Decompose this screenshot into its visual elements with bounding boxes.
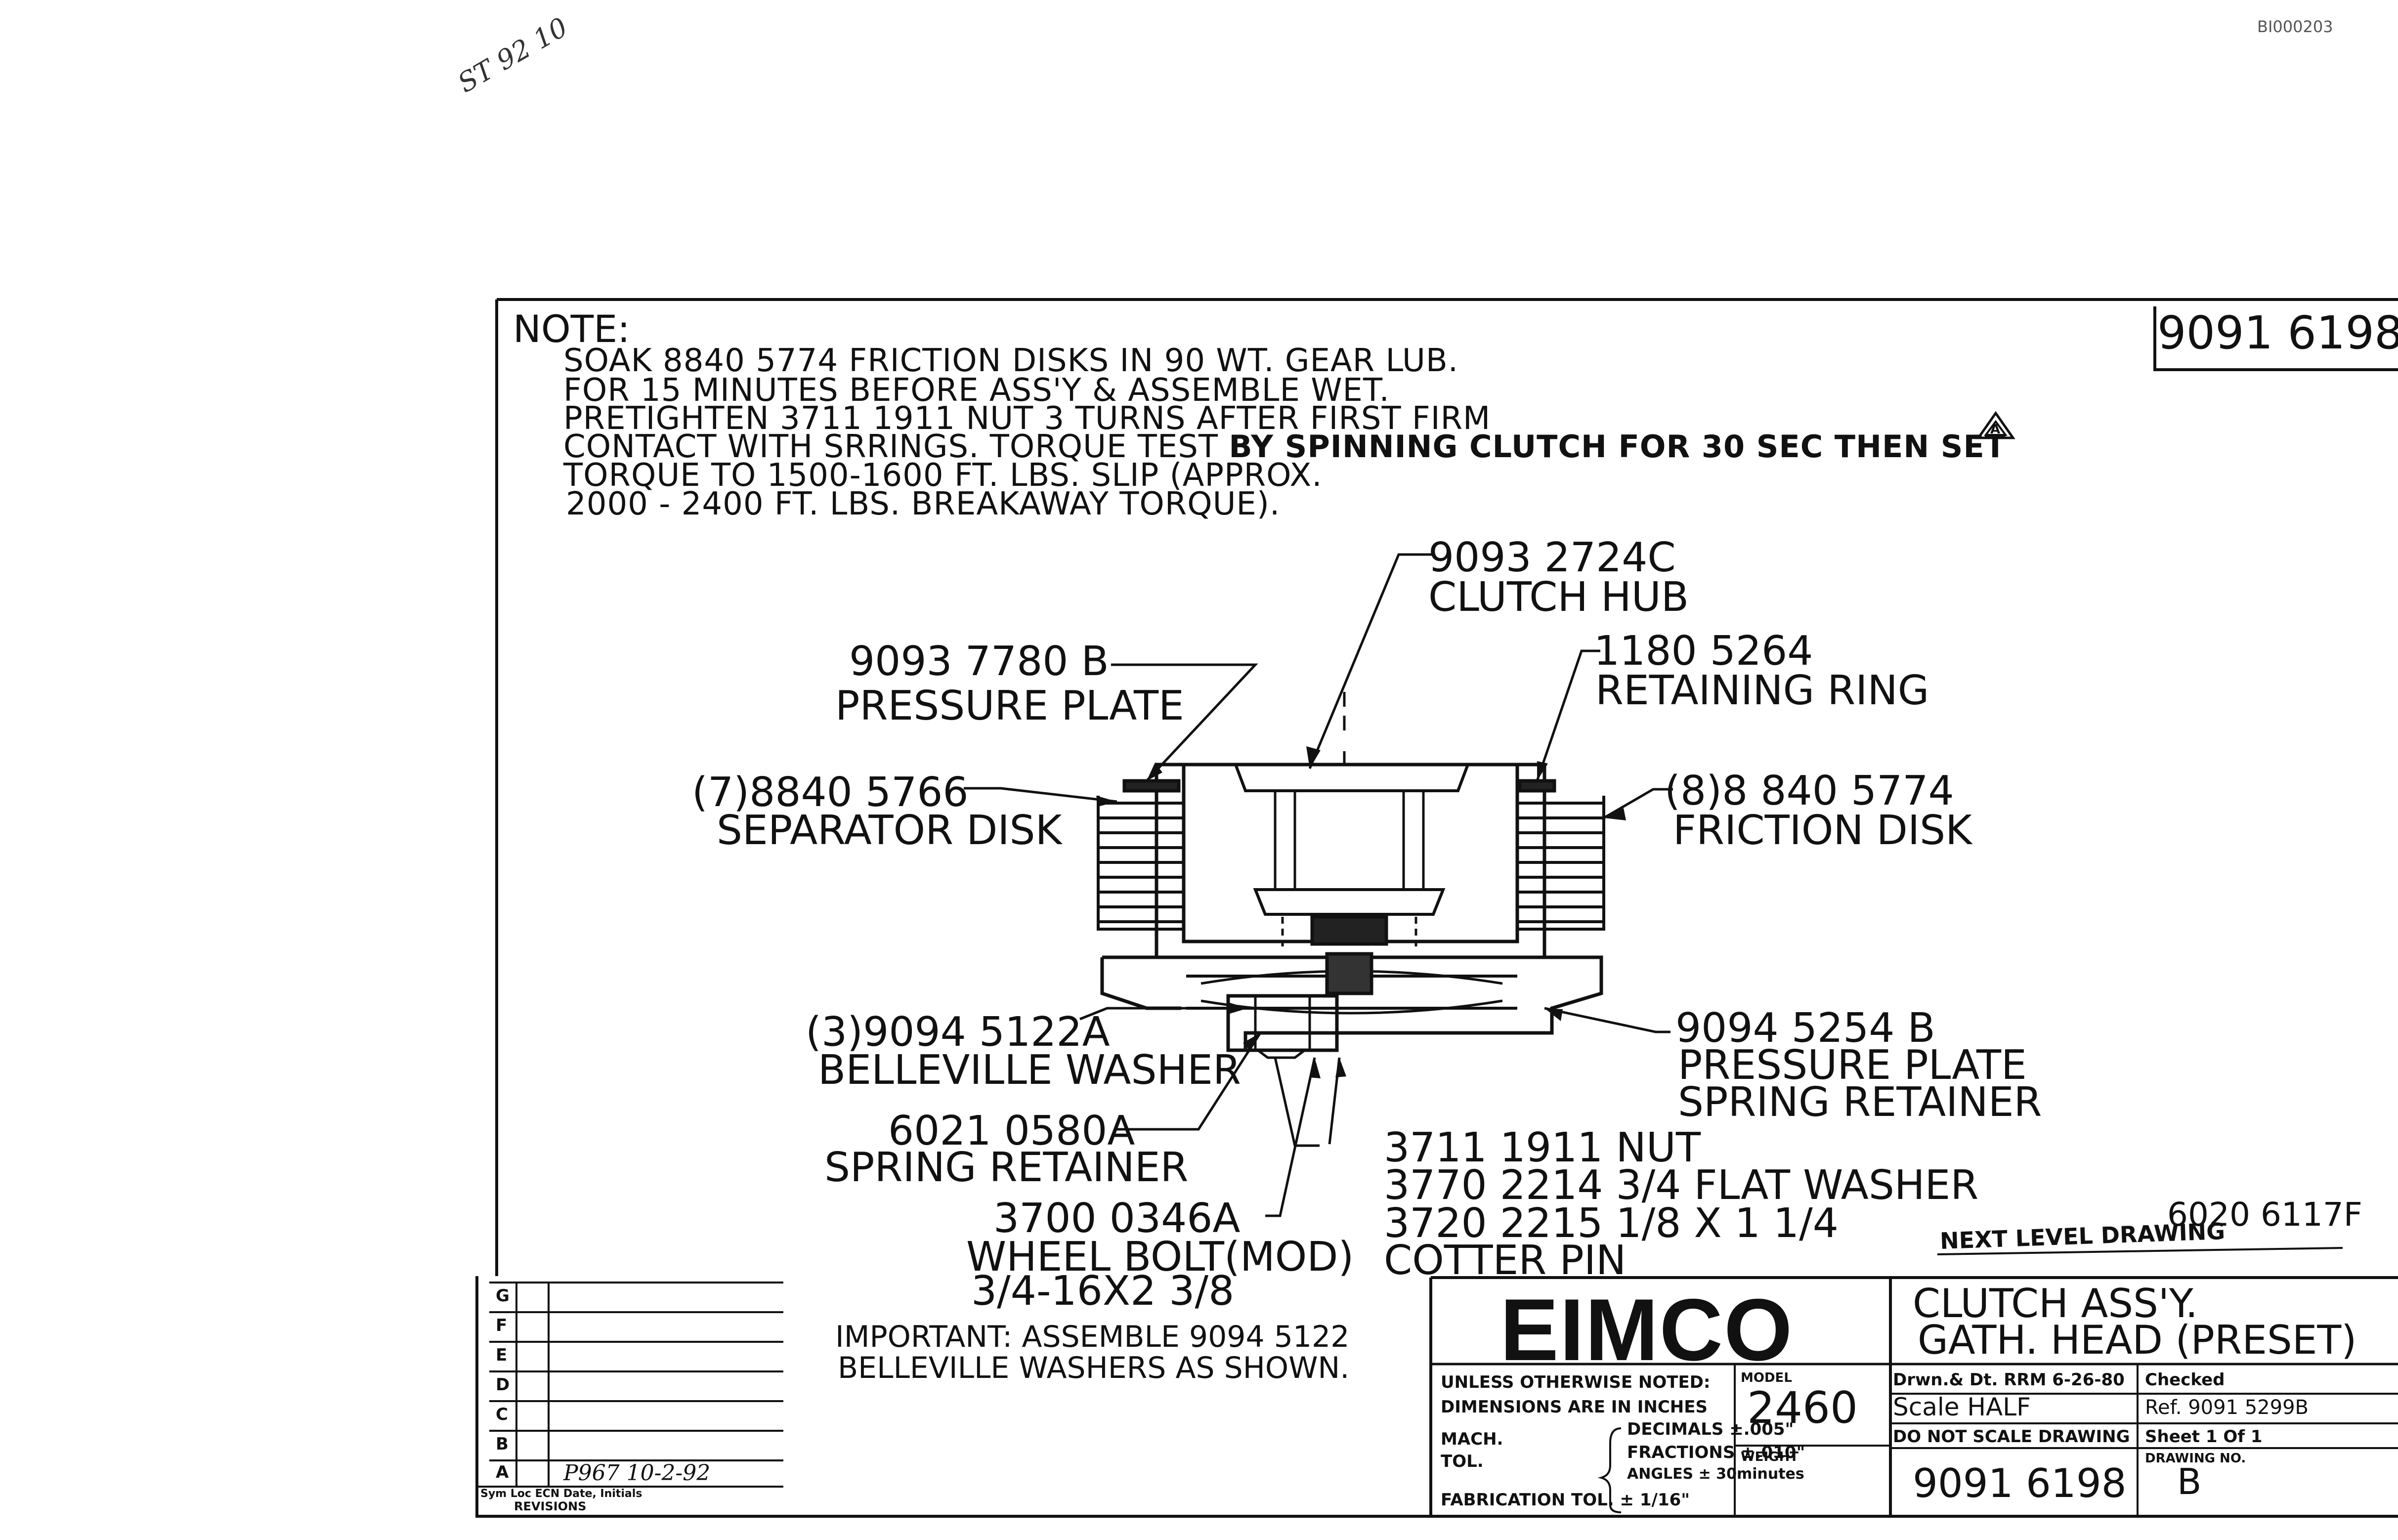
callout-wheel-bolt-name: WHEEL BOLT(MOD) bbox=[966, 1234, 1354, 1281]
callout-clutch-hub-number: 9093 2724C bbox=[1428, 534, 1676, 581]
note-line-1: SOAK 8840 5774 FRICTION DISKS IN 90 WT. … bbox=[563, 342, 1459, 379]
callout-flat-washer: 3770 2214 3/4 FLAT WASHER bbox=[1384, 1162, 1979, 1209]
note-line-3: PRETIGHTEN 3711 1911 NUT 3 TURNS AFTER F… bbox=[563, 400, 1491, 437]
rev-row-d: D bbox=[496, 1375, 510, 1395]
tb-fab-tol: FABRICATION TOL. ± 1/16" bbox=[1441, 1490, 1690, 1510]
rev-header: Sym Loc ECN Date, Initials bbox=[480, 1488, 642, 1500]
callout-separator-disk-number: (7)8840 5766 bbox=[692, 769, 969, 816]
rev-symbol: A bbox=[1990, 422, 2001, 437]
arrowheads bbox=[1096, 746, 1626, 1078]
friction-disk-stack bbox=[1517, 779, 1605, 931]
tb-scale: Scale HALF bbox=[1893, 1393, 2031, 1421]
title-line-1: CLUTCH ASS'Y. bbox=[1913, 1281, 2198, 1326]
tolerance-brace bbox=[1597, 1427, 1622, 1513]
top-right-id: BI000203 bbox=[2257, 17, 2333, 36]
rev-triangle bbox=[1976, 411, 2015, 439]
callout-pressure-plate-name: PRESSURE PLATE bbox=[835, 683, 1184, 729]
tb-dimensions: DIMENSIONS ARE IN INCHES bbox=[1441, 1397, 1708, 1417]
callout-cotter-pin: COTTER PIN bbox=[1384, 1237, 1627, 1284]
tb-ref: Ref. 9091 5299B bbox=[2145, 1396, 2309, 1419]
important-line-1: IMPORTANT: ASSEMBLE 9094 5122 bbox=[835, 1320, 1350, 1354]
callout-spring-retainer-plate-number: 9094 5254 B bbox=[1675, 1005, 1935, 1052]
leader-lines bbox=[964, 553, 1673, 1217]
title-block bbox=[1429, 1276, 2398, 1516]
callout-pressure-plate-number: 9093 7780 B bbox=[849, 638, 1109, 685]
tb-unless: UNLESS OTHERWISE NOTED: bbox=[1441, 1372, 1711, 1392]
rev-row-c: C bbox=[496, 1405, 508, 1424]
frame-border bbox=[475, 298, 2398, 1518]
tb-rev-letter: B bbox=[2177, 1461, 2202, 1502]
note-line-5: TORQUE TO 1500-1600 FT. LBS. SLIP (APPRO… bbox=[563, 457, 1323, 494]
separator-disk-stack bbox=[1097, 779, 1184, 931]
clutch-assembly-drawing bbox=[1097, 692, 1605, 1059]
tb-mach: MACH. bbox=[1441, 1429, 1503, 1449]
rev-row-a-entry: P967 10-2-92 bbox=[563, 1460, 711, 1486]
company-logo: EIMCO bbox=[1500, 1281, 1794, 1379]
note-line-2: FOR 15 MINUTES BEFORE ASS'Y & ASSEMBLE W… bbox=[563, 372, 1390, 409]
tb-sheet: Sheet 1 Of 1 bbox=[2145, 1427, 2263, 1447]
tb-tol: TOL. bbox=[1441, 1452, 1484, 1471]
tb-model: 2460 bbox=[1747, 1382, 1858, 1433]
bolt-thread bbox=[1325, 952, 1373, 995]
callout-retaining-ring-name: RETAINING RING bbox=[1595, 667, 1929, 714]
title-line-2: GATH. HEAD (PRESET) bbox=[1918, 1317, 2357, 1363]
rev-row-a: A bbox=[496, 1462, 509, 1482]
callout-belleville-washer-name: BELLEVILLE WASHER bbox=[818, 1047, 1241, 1094]
tb-checked: Checked bbox=[2145, 1370, 2225, 1390]
note-line-6: 2000 - 2400 FT. LBS. BREAKAWAY TORQUE). bbox=[566, 486, 1281, 522]
tb-weight-label: WEIGHT bbox=[1741, 1450, 1798, 1464]
tb-drawing-no: 9091 6198 bbox=[1913, 1460, 2127, 1506]
tb-do-not-scale: DO NOT SCALE DRAWING bbox=[1893, 1427, 2130, 1447]
tb-angles: ANGLES ± 30minutes bbox=[1627, 1465, 1804, 1483]
callout-wheel-bolt-number: 3700 0346A bbox=[993, 1195, 1241, 1242]
drawing-number-top: 9091 6198 bbox=[2157, 306, 2398, 359]
important-line-2: BELLEVILLE WASHERS AS SHOWN. bbox=[838, 1351, 1350, 1385]
callout-nut: 3711 1911 NUT bbox=[1384, 1124, 1701, 1171]
rev-row-b: B bbox=[496, 1434, 509, 1454]
callout-friction-disk-name: FRICTION DISK bbox=[1673, 807, 1972, 854]
callout-wheel-bolt-size: 3/4-16X2 3/8 bbox=[971, 1268, 1235, 1315]
tb-drawn: Drwn.& Dt. RRM 6-26-80 bbox=[1893, 1370, 2125, 1390]
tb-fractions: FRACTIONS ±.010" bbox=[1627, 1443, 1805, 1462]
callout-retaining-ring-number: 1180 5264 bbox=[1594, 628, 1813, 675]
note-title: NOTE: bbox=[513, 307, 630, 351]
callout-spring-retainer-name: SPRING RETAINER bbox=[824, 1144, 1189, 1191]
callout-clutch-hub-name: CLUTCH HUB bbox=[1428, 574, 1689, 621]
rev-row-f: F bbox=[496, 1316, 508, 1335]
callout-belleville-washer-number: (3)9094 5122A bbox=[806, 1009, 1110, 1056]
callout-spring-retainer-plate-line-2: SPRING RETAINER bbox=[1678, 1079, 2042, 1126]
next-level-value: 6020 6117F bbox=[2167, 1196, 2362, 1234]
note-line-4: CONTACT WITH SRRINGS. TORQUE TEST BY SPI… bbox=[563, 428, 2007, 465]
callout-cotter-pin-size: 3720 2215 1/8 X 1 1/4 bbox=[1384, 1200, 1839, 1247]
rev-footer: REVISIONS bbox=[514, 1499, 587, 1513]
tb-drawing-no-label: DRAWING NO. bbox=[2145, 1451, 2246, 1466]
callout-spring-retainer-plate-line-1: PRESSURE PLATE bbox=[1678, 1042, 2027, 1089]
revisions-table bbox=[477, 1282, 783, 1488]
tb-model-label: MODEL bbox=[1741, 1370, 1792, 1385]
rev-row-e: E bbox=[496, 1345, 508, 1365]
rev-row-g: G bbox=[496, 1286, 510, 1306]
hub-nut-block bbox=[1310, 915, 1388, 946]
number-box bbox=[2153, 306, 2398, 371]
callout-friction-disk-number: (8)8 840 5774 bbox=[1665, 768, 1954, 814]
tb-decimals: DECIMALS ±.005" bbox=[1627, 1419, 1794, 1439]
callout-spring-retainer-number: 6021 0580A bbox=[888, 1108, 1135, 1155]
callout-separator-disk-name: SEPARATOR DISK bbox=[717, 807, 1062, 854]
